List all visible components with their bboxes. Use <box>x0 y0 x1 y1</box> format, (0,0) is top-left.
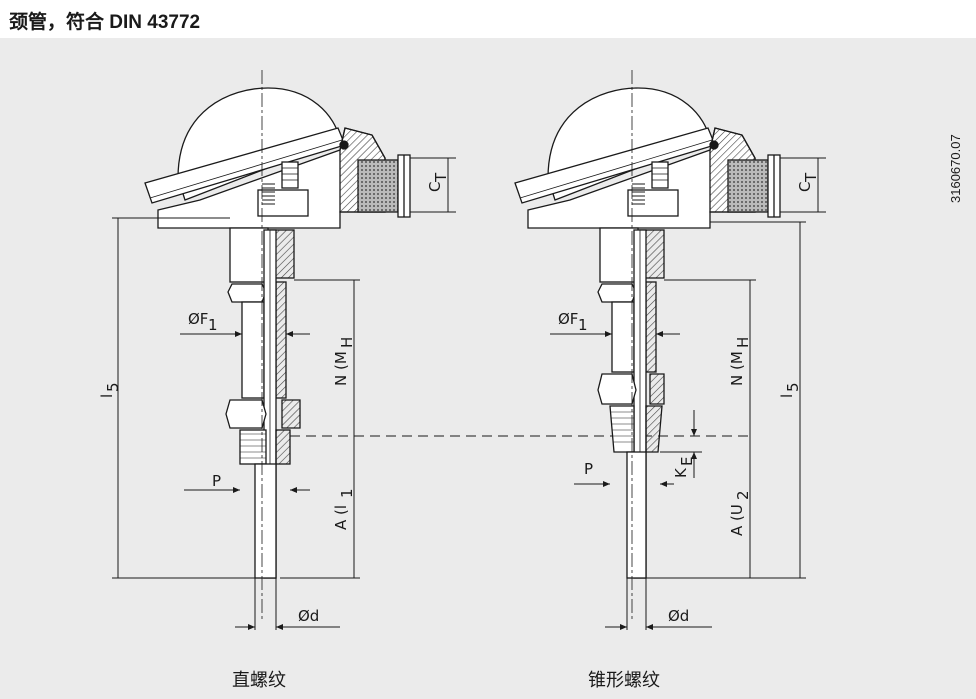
right-cable-gland <box>727 159 769 213</box>
right-label-p: P <box>584 460 593 478</box>
right-label-f1: ØF <box>558 310 578 328</box>
right-label-ct: C <box>796 182 814 192</box>
right-label-f1-sub: 1 <box>578 316 588 334</box>
title-bar: 颈管，符合 DIN 43772 <box>0 0 976 40</box>
left-cable-gland <box>357 159 399 213</box>
right-label-ct-sub: T <box>802 172 820 183</box>
left-hex-upper <box>227 283 267 303</box>
document-code: 3160670.07 <box>948 134 963 203</box>
right-label-a: A (U <box>728 504 746 536</box>
right-label-l5: l <box>778 394 796 398</box>
left-dimensions <box>112 157 754 630</box>
left-label-n-sub: H <box>338 337 356 348</box>
caption-tapered-thread: 锥形螺纹 <box>588 670 660 691</box>
left-label-d: Ød <box>298 607 319 625</box>
right-hex-lower <box>597 373 637 405</box>
left-label-ct: C <box>426 182 444 192</box>
right-label-d: Ød <box>668 607 689 625</box>
caption-straight-thread: 直螺纹 <box>232 670 286 691</box>
right-label-a-sub: 2 <box>734 490 752 500</box>
left-label-ct-sub: T <box>432 172 450 183</box>
page-title: 颈管，符合 DIN 43772 <box>9 12 201 33</box>
right-thermometer <box>514 70 781 620</box>
left-hex-lower <box>225 399 267 429</box>
right-label-ke: K <box>672 467 690 478</box>
right-label-l5-sub: 5 <box>784 382 802 392</box>
right-dimensions <box>550 157 826 630</box>
left-label-l5: l <box>98 394 116 398</box>
right-tapered-thread <box>609 405 635 453</box>
drawing-panel <box>0 38 976 699</box>
left-label-f1-sub: 1 <box>208 316 218 334</box>
left-label-n: N (M <box>332 351 350 386</box>
left-label-a: A (l <box>332 505 350 530</box>
right-label-ke-sub: E <box>678 457 696 466</box>
left-label-a-sub: 1 <box>338 488 356 498</box>
left-label-f1: ØF <box>188 310 208 328</box>
left-label-p: P <box>212 472 221 490</box>
left-label-l5-sub: 5 <box>104 382 122 392</box>
right-hex-upper <box>597 283 637 303</box>
right-label-n: N (M <box>728 351 746 386</box>
left-thermometer <box>144 70 411 620</box>
right-label-n-sub: H <box>734 337 752 348</box>
